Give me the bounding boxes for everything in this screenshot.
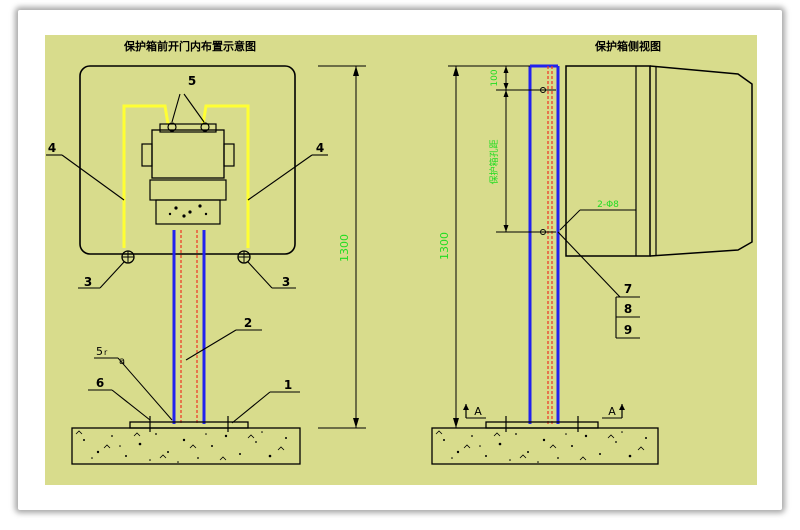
bottom-fitting-right [237,250,251,264]
section-label-right: A [608,405,616,418]
left-view-title: 保护箱前开门内布置示意图 [123,39,256,53]
callout-2: 2 [244,316,252,330]
base-plate-side [485,421,599,429]
left-height-label: 1300 [338,234,351,262]
concrete-foundation-left [71,427,301,465]
hole-spacing-dimensions [496,65,556,235]
section-mark-right [602,404,625,419]
callout-6: 6 [96,376,104,390]
callout-3-left: 3 [84,275,92,289]
hole-spacing-label: 保护箱孔距 [488,139,500,184]
callout-1: 1 [284,378,292,392]
right-height-label: 1300 [438,232,451,260]
fitting-right [200,122,210,132]
right-height-dimension [448,65,528,429]
weld-subscript: a [119,356,125,367]
fitting-left [167,122,177,132]
callout-7: 7 [624,282,632,296]
concrete-foundation-right [431,427,659,465]
section-label-left: A [474,405,482,418]
callout-4-right: 4 [316,141,324,155]
right-tube [201,104,250,200]
support-pipe [172,230,206,424]
right-view-title: 保护箱侧视图 [594,39,661,53]
transmitter [141,123,235,225]
side-pipe [528,64,560,424]
base-plate [129,421,249,429]
top-offset-label: 100 [490,69,500,86]
callout-8: 8 [624,302,632,316]
bolt-spec-label: 2-Φ8 [597,200,619,210]
left-tube [122,104,170,200]
section-mark-left [463,404,486,419]
callout-4-left: 4 [48,141,56,155]
protection-box-outline [79,65,296,255]
left-height-dimension [318,65,366,429]
bottom-fitting-left [121,250,135,264]
weld-symbol: 5r [96,345,108,358]
protection-box-side [565,65,753,257]
callout-9: 9 [624,323,632,337]
callout-stack-7-8-9 [615,296,640,339]
callout-5: 5 [188,74,196,88]
callout-3-right: 3 [282,275,290,289]
